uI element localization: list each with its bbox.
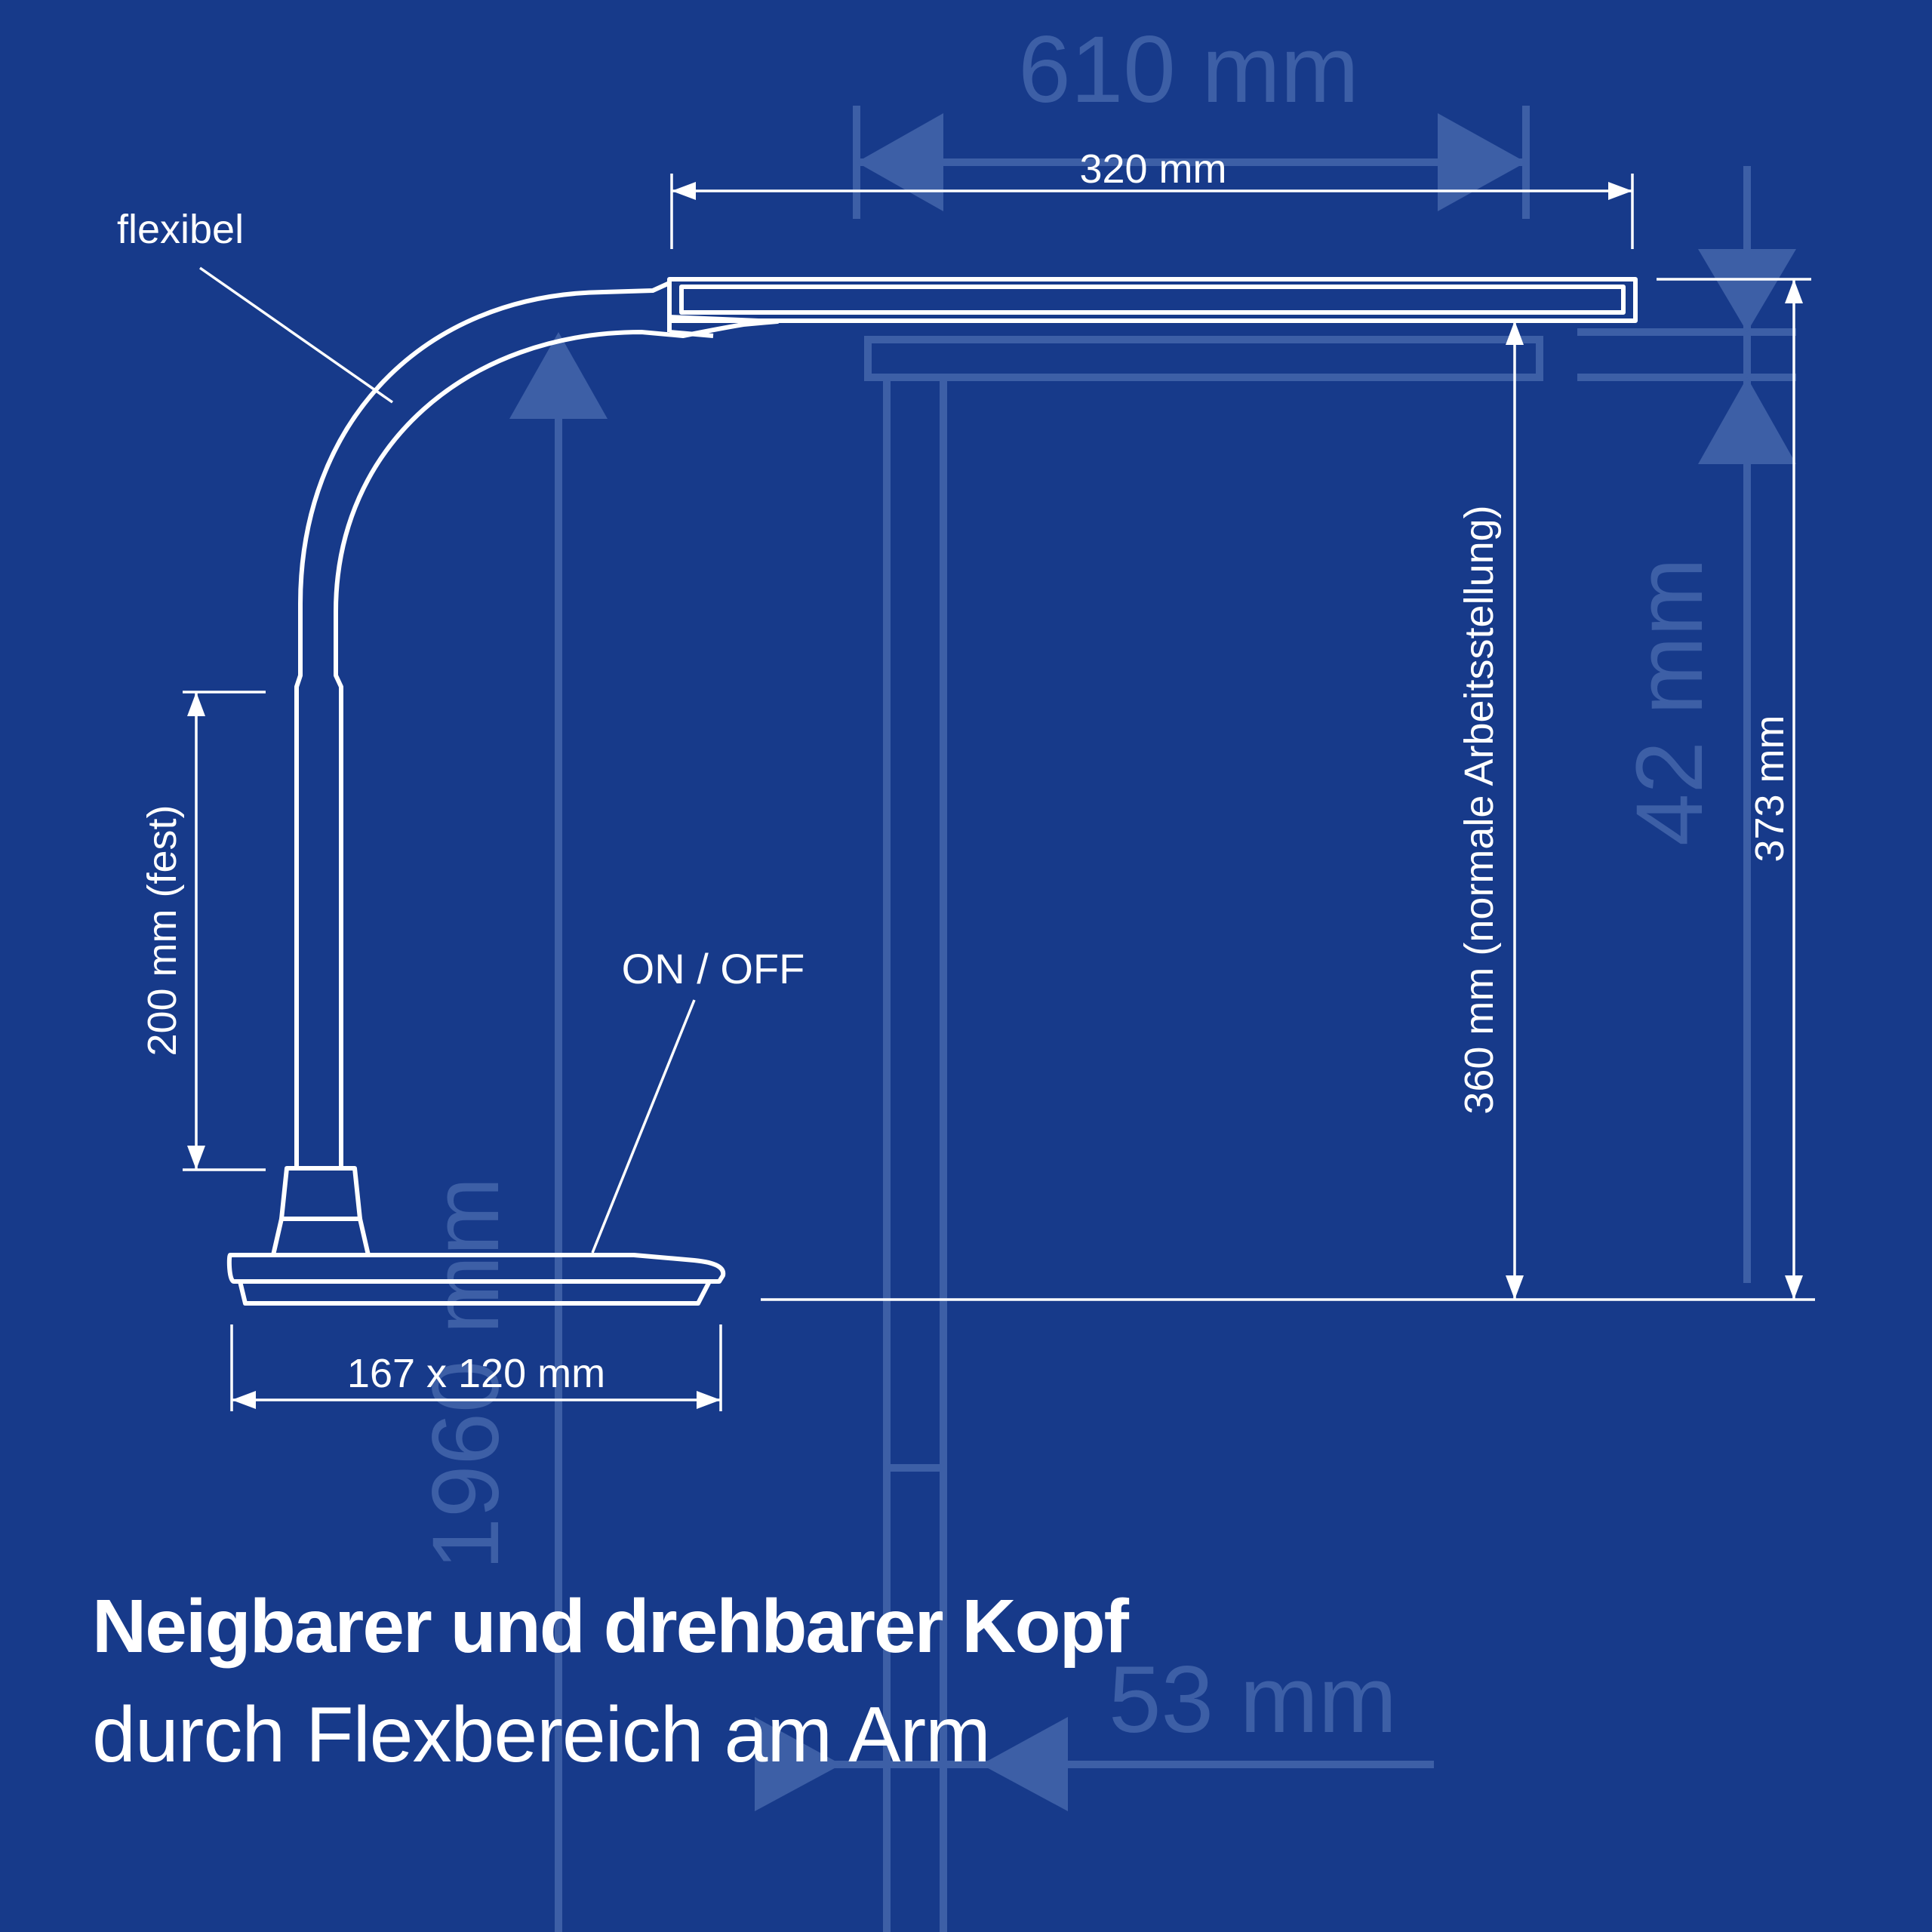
label-fixed-height: 200 mm (fest) [140, 804, 185, 1056]
heading-title: Neigbarer und drehbarer Kopf [92, 1584, 1129, 1669]
label-flexibel: flexibel [117, 207, 244, 252]
arrow-down [1785, 1275, 1803, 1300]
watermark-arrow [1438, 113, 1526, 211]
heading-subtitle: durch Flexbereich am Arm [92, 1691, 991, 1779]
arrow-down [1506, 1275, 1524, 1300]
lamp-arm-inner [334, 315, 780, 1166]
watermark-label-left: 1960 mm [414, 1177, 518, 1570]
leader-line-flexibel [198, 266, 394, 404]
watermark-arrow [857, 113, 943, 211]
label-switch: ON / OFF [622, 945, 805, 992]
watermark-arrow [1698, 249, 1796, 332]
annotation-labels: flexibel 320 mm 200 mm (fest) ON / OFF 1… [117, 146, 1792, 1396]
watermark-shelf [864, 336, 1543, 381]
lamp-arm-outer [294, 281, 671, 1166]
arrow-left [672, 182, 696, 200]
lamp-joint [669, 330, 714, 338]
lamp-outline [226, 277, 1638, 1306]
watermark-label-bottom: 53 mm [1109, 1647, 1397, 1752]
dimension-arrows [187, 182, 1803, 1409]
watermark-arrow [755, 1717, 841, 1811]
label-head-width: 320 mm [1079, 146, 1226, 192]
arrow-up [1506, 321, 1524, 345]
arrow-up [187, 692, 205, 716]
arrow-right [697, 1391, 721, 1409]
arrow-right [1608, 182, 1632, 200]
lamp-head-inner [679, 285, 1626, 315]
arrow-up [1785, 279, 1803, 303]
watermark-label-right: 42 mm [1617, 558, 1722, 846]
lamp-collar-lower [271, 1217, 371, 1257]
watermark-arrow [509, 332, 608, 419]
background-watermark-arrows [509, 113, 1796, 1811]
watermark-arrow [981, 1717, 1068, 1811]
label-total-height: 373 mm [1747, 715, 1792, 862]
watermark-arrow [1698, 377, 1796, 464]
arrow-down [187, 1146, 205, 1170]
leader-line-switch [591, 999, 696, 1254]
dimension-lines [183, 174, 1815, 1411]
arrow-left [232, 1391, 256, 1409]
label-work-height: 360 mm (normale Arbeitsstellung) [1457, 505, 1502, 1114]
background-watermark-labels: 610 mm 42 mm 1960 mm 53 mm [414, 17, 1722, 1752]
lamp-collar [279, 1166, 362, 1221]
watermark-label-top: 610 mm [1018, 17, 1359, 122]
background-watermark [555, 106, 1796, 1932]
label-base-size: 167 x 120 mm [347, 1351, 605, 1396]
lamp-base-bottom [238, 1279, 712, 1306]
lamp-base-top [226, 1253, 726, 1284]
